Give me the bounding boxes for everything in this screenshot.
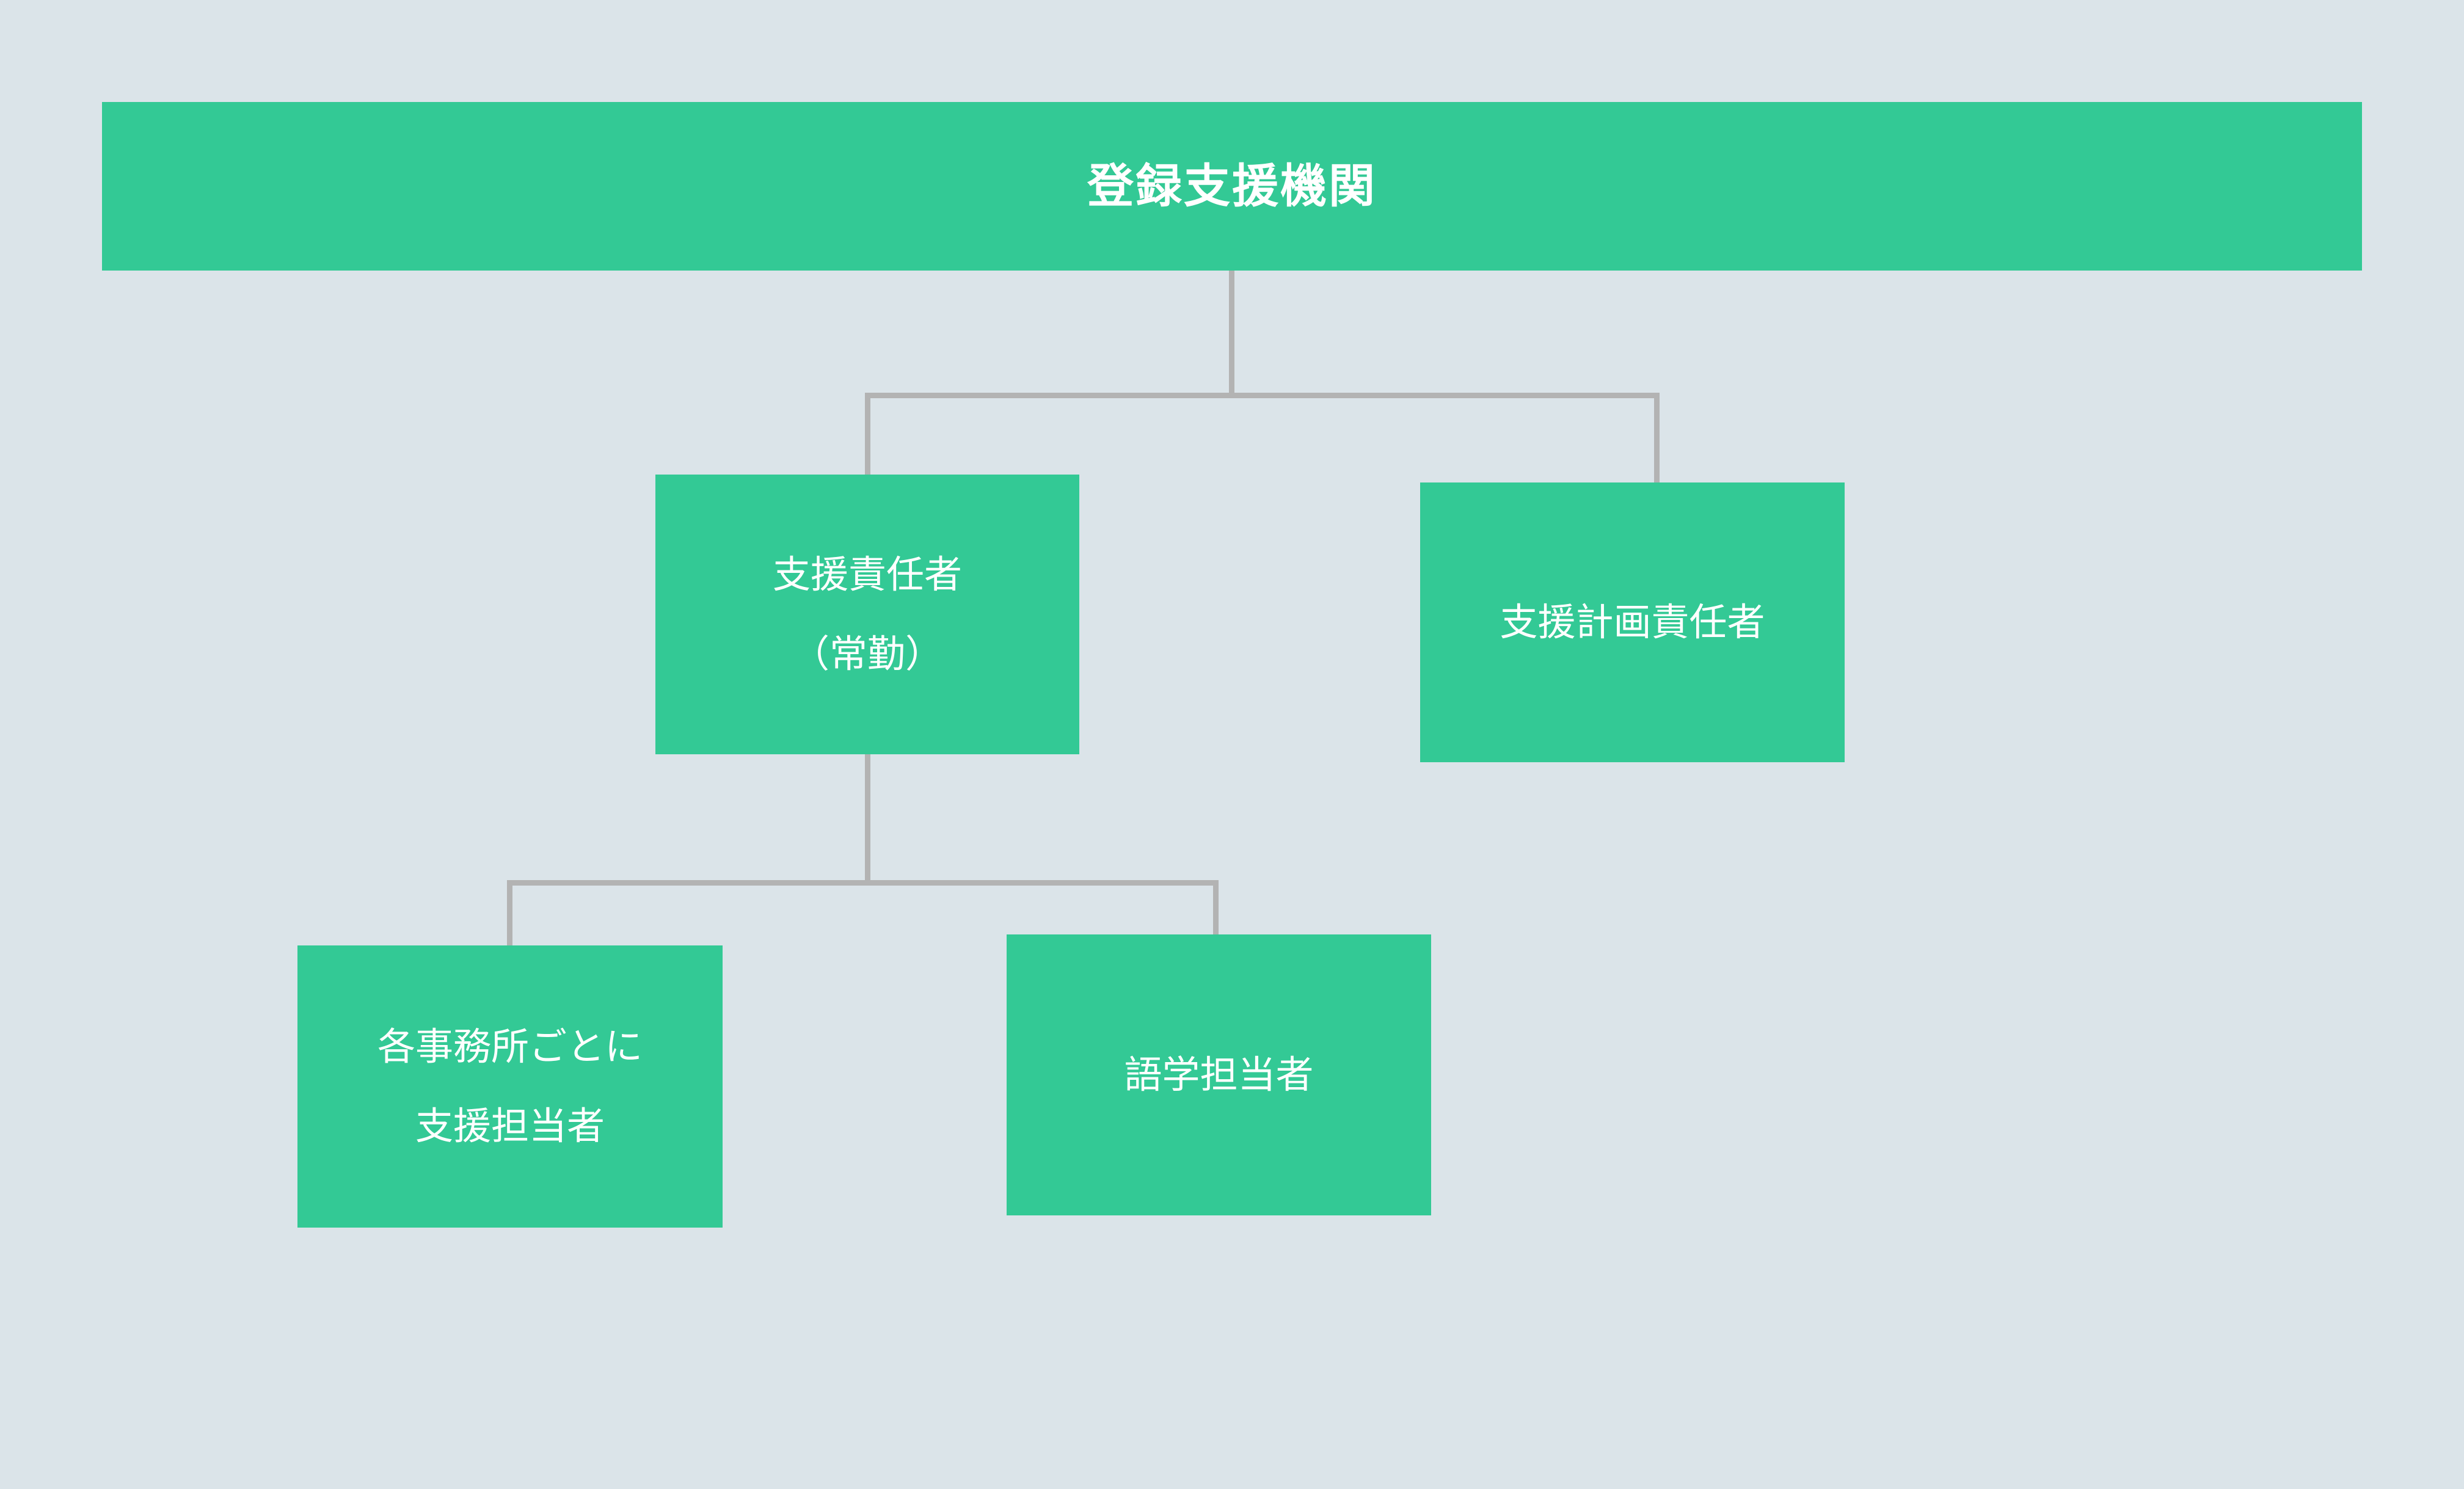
connector-level2-bar [865,393,1660,398]
node-support-plan-manager-label: 支援計画責任者 [1500,599,1765,644]
node-support-manager[interactable]: 支援責任者 （常勤） [655,475,1079,754]
connector-level3-stem [865,754,870,884]
connector-level2-drop-left [865,393,870,475]
connector-level3-drop-mid [1213,880,1219,934]
node-support-manager-label: 支援責任者 [772,552,962,597]
node-office-support-staff[interactable]: 各事務所ごとに 支援担当者 [297,945,723,1228]
node-language-staff[interactable]: 語学担当者 [1007,934,1431,1215]
node-office-support-staff-sublabel: 支援担当者 [415,1104,605,1148]
connector-level3-bar [507,880,1219,886]
node-language-staff-label: 語学担当者 [1124,1052,1314,1097]
node-registered-support-organization[interactable]: 登録支援機関 [102,102,2362,271]
node-office-support-staff-label: 各事務所ごとに [377,1024,643,1069]
node-support-manager-sublabel: （常勤） [791,632,943,676]
connector-level2-drop-right [1654,393,1660,482]
connector-root-stem [1229,271,1234,397]
node-root-label: 登録支援機関 [1087,159,1377,214]
node-support-plan-manager[interactable]: 支援計画責任者 [1420,482,1845,762]
connector-level3-drop-left [507,880,512,945]
